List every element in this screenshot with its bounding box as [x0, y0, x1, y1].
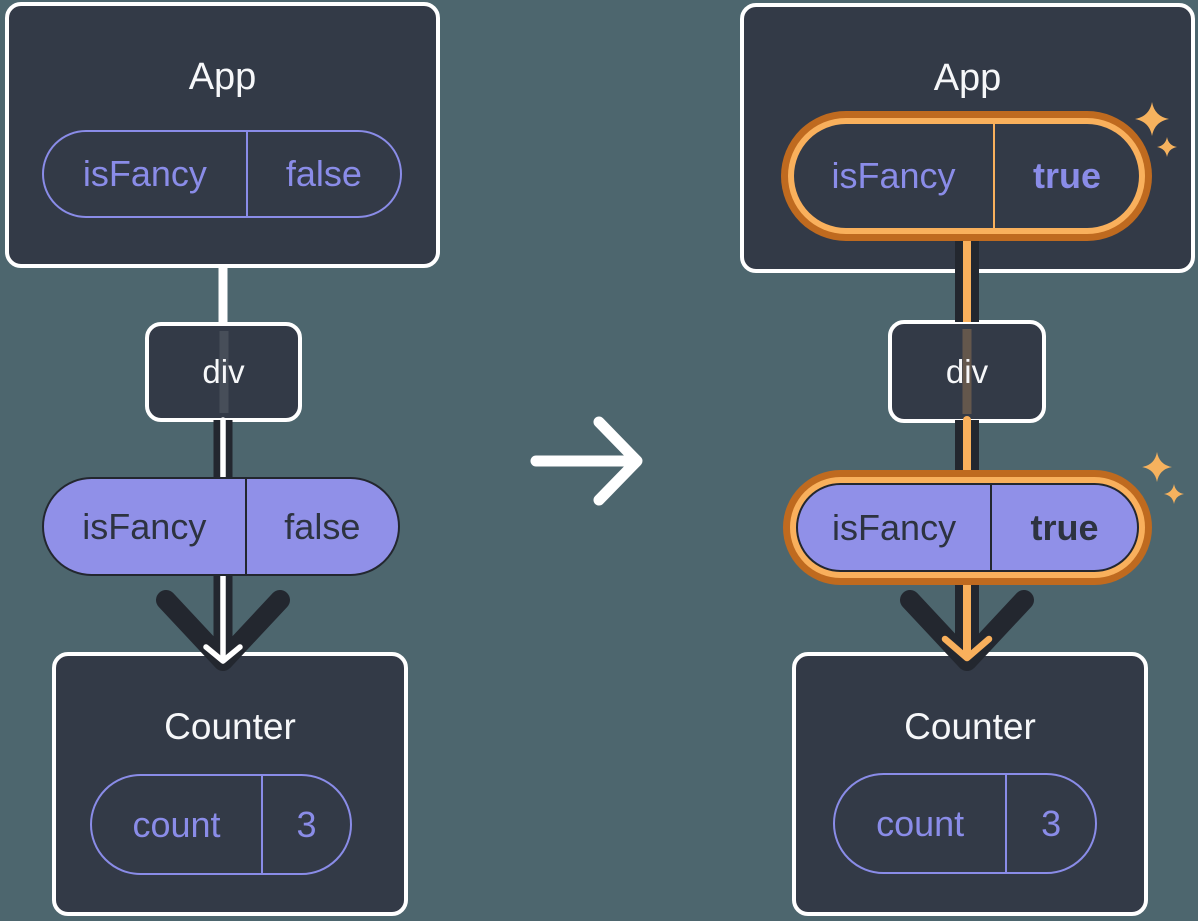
- right-counter-state-pill: count 3: [833, 773, 1097, 874]
- left-counter-state-pill: count 3: [90, 774, 352, 875]
- highlight-inner-ring: isFancy true: [788, 118, 1145, 234]
- state-name-label: isFancy: [82, 505, 207, 547]
- state-value-label: 3: [1005, 775, 1095, 872]
- div-label: div: [202, 353, 245, 390]
- state-value-label: false: [244, 479, 398, 574]
- component-title: Counter: [904, 706, 1036, 747]
- state-value-label: 3: [260, 776, 350, 873]
- state-name-label: count: [132, 803, 221, 845]
- component-title: App: [933, 57, 1002, 99]
- state-value-label: true: [990, 485, 1137, 570]
- state-name-label: count: [876, 802, 965, 844]
- component-title: Counter: [164, 706, 296, 747]
- left-app-state-pill: isFancy false: [42, 130, 402, 218]
- right-app-state-pill: isFancy true: [794, 124, 1139, 228]
- state-name-label: isFancy: [831, 155, 956, 196]
- right-passed-prop-pill: isFancy true: [796, 483, 1139, 572]
- connector-stripe: [962, 329, 972, 414]
- right-div-node-box: div: [888, 320, 1046, 423]
- left-div-node-box: div: [145, 322, 302, 422]
- component-title: App: [188, 56, 257, 98]
- sparkle-icon: [1164, 484, 1184, 504]
- highlight-inner-ring: isFancy true: [790, 477, 1145, 578]
- state-value-label: true: [992, 124, 1139, 228]
- transition-arrow-head-icon: [593, 416, 643, 506]
- state-name-label: isFancy: [832, 506, 957, 548]
- state-name-label: isFancy: [82, 153, 207, 194]
- sparkle-icon: [1142, 452, 1172, 482]
- left-passed-prop-pill: isFancy false: [42, 477, 400, 576]
- right-passed-prop-pill-highlight: isFancy true: [783, 470, 1152, 585]
- connector-stripe: [219, 331, 228, 413]
- div-label: div: [945, 352, 989, 390]
- right-app-state-pill-highlight: isFancy true: [781, 111, 1152, 241]
- state-value-label: false: [245, 132, 400, 216]
